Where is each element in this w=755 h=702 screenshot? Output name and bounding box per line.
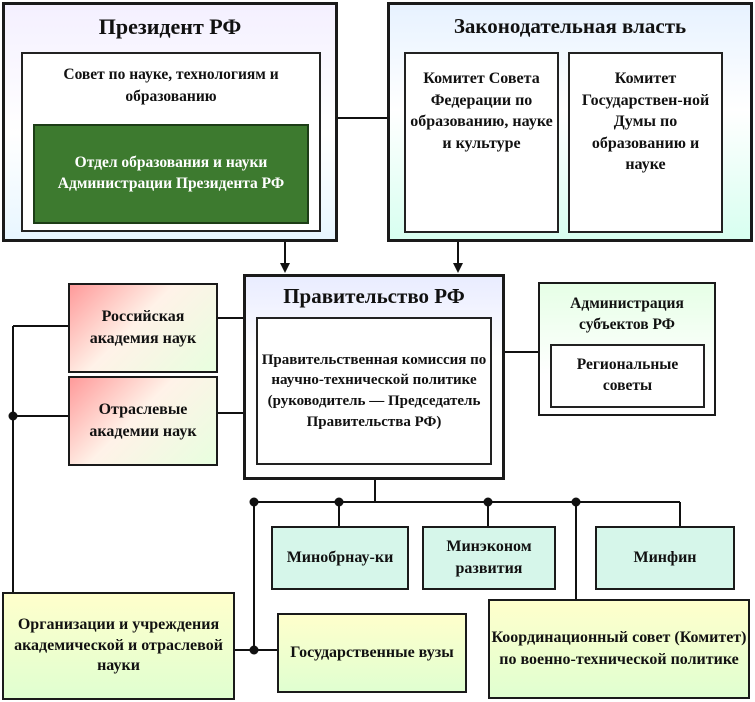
science-organizations-box: Организации и учреждения академической и…	[2, 592, 235, 700]
government-box: Правительство РФ Правительственная комис…	[243, 274, 505, 480]
ministry-education-label: Минобрнау-ки	[286, 549, 394, 567]
government-title: Правительство РФ	[283, 284, 465, 308]
science-council-label: Совет по науке, технологиям и образовани…	[63, 66, 279, 106]
science-organizations-label: Организации и учреждения академической и…	[14, 615, 223, 675]
regional-councils-label: Региональные советы	[576, 356, 679, 394]
federation-council-committee-box: Комитет Совета Федерации по образованию,…	[404, 52, 559, 233]
legislature-box: Законодательная власть Комитет Совета Фе…	[387, 2, 753, 242]
president-title: Президент РФ	[98, 14, 242, 39]
education-department-label: Отдел образования и науки Администрации …	[57, 154, 285, 192]
russian-academy-box: Российская академия наук	[68, 283, 218, 373]
duma-committee-label: Комитет Государствен-ной Думы по образов…	[581, 70, 710, 174]
ministry-finance-box: Минфин	[595, 526, 735, 590]
state-universities-box: Государственные вузы	[277, 613, 467, 693]
russian-academy-label: Российская академия наук	[89, 308, 197, 347]
ministry-finance-label: Минфин	[633, 549, 697, 567]
coordination-council-label: Координационный совет (Комитет) по военн…	[491, 629, 747, 668]
science-council-box: Совет по науке, технологиям и образовани…	[21, 52, 321, 232]
ministry-education-box: Минобрнау-ки	[271, 526, 409, 590]
president-box: Президент РФ Совет по науке, технологиям…	[2, 2, 338, 242]
branch-academies-box: Отраслевые академии наук	[68, 376, 218, 466]
state-universities-label: Государственные вузы	[290, 644, 454, 662]
scitech-commission-label: Правительственная комиссия по научно-тех…	[261, 351, 487, 430]
ministry-economy-box: Минэконом развития	[422, 526, 556, 590]
education-department-box: Отдел образования и науки Администрации …	[33, 124, 309, 224]
duma-committee-box: Комитет Государствен-ной Думы по образов…	[568, 52, 723, 233]
ministry-economy-label: Минэконом развития	[446, 538, 532, 577]
coordination-council-box: Координационный совет (Комитет) по военн…	[488, 599, 750, 699]
regional-councils-box: Региональные советы	[550, 344, 705, 408]
legislature-title: Законодательная власть	[453, 14, 687, 38]
branch-academies-label: Отраслевые академии наук	[89, 401, 197, 440]
scitech-commission-box: Правительственная комиссия по научно-тех…	[256, 317, 492, 465]
regional-administration-title: Администрация субъектов РФ	[570, 295, 684, 333]
regional-administration-box: Администрация субъектов РФ Региональные …	[538, 282, 716, 416]
federation-council-committee-label: Комитет Совета Федерации по образованию,…	[410, 70, 553, 152]
